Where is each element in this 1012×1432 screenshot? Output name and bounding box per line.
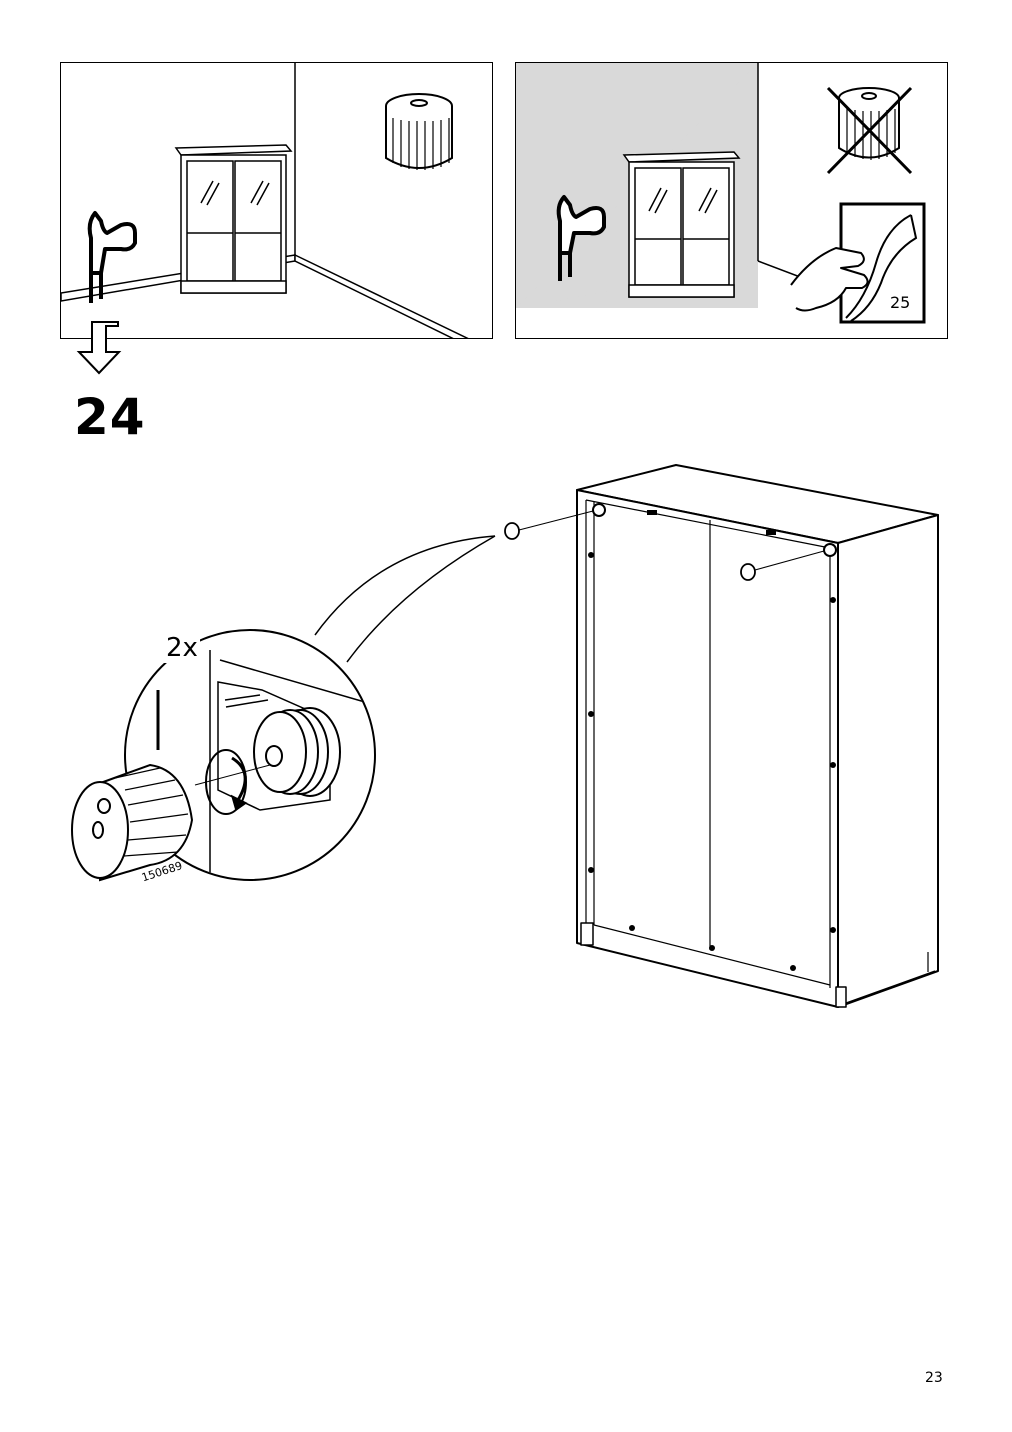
part-number: 150689: [140, 859, 184, 885]
hand-turning-page-icon: [790, 247, 869, 312]
reference-page-number: 25: [890, 293, 911, 312]
page-number: 23: [925, 1370, 943, 1386]
cabinet-icon: [622, 151, 741, 298]
quantity-label: 2x: [164, 633, 200, 663]
cabinet-icon: [174, 144, 293, 294]
hand-pointing-icon: [556, 195, 606, 281]
bumper-on-cabinet-icon: [253, 707, 341, 797]
bumper-small-icon: [504, 522, 756, 581]
wall-type-panel-drywall: 25: [515, 62, 948, 339]
solid-wall-illustration: [61, 63, 469, 338]
step-number: 24: [74, 388, 146, 446]
crossed-wall-plug-icon: [826, 86, 913, 175]
wall-plug-icon: [385, 93, 453, 170]
wall-type-panel-solid: [60, 62, 493, 339]
detail-callout-circle: [71, 629, 376, 882]
cabinet-back-view: [576, 464, 939, 1008]
hand-pointing-icon: [87, 211, 137, 303]
drywall-illustration: [516, 63, 926, 324]
